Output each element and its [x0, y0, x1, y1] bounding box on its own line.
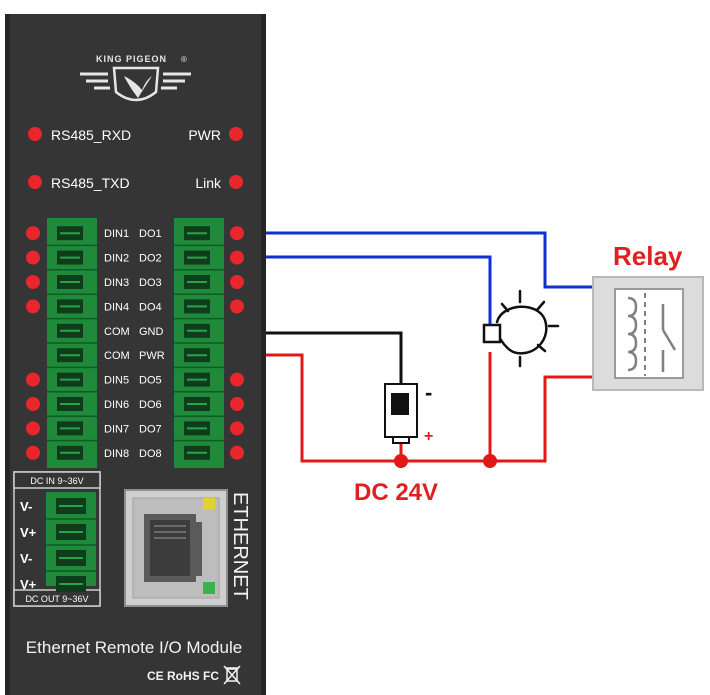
rs485-txd-label: RS485_TXD — [51, 175, 130, 191]
do-terminal-label: DO8 — [139, 448, 162, 460]
do-led — [230, 250, 244, 265]
do-terminal-label: DO3 — [139, 277, 162, 289]
pwr-label: PWR — [188, 127, 221, 143]
din-terminal-label: COM — [104, 350, 130, 362]
module-title: Ethernet Remote I/O Module — [26, 638, 242, 657]
din-led — [26, 226, 40, 241]
relay-label: Relay — [613, 241, 683, 271]
cert-marks: CE RoHS FC — [147, 669, 219, 683]
din-terminal-label: DIN3 — [104, 277, 129, 289]
do-terminal-label: DO7 — [139, 423, 162, 435]
dc-supply — [384, 383, 418, 444]
din-terminal-label: DIN5 — [104, 375, 129, 387]
din-terminal-label: DIN2 — [104, 253, 129, 265]
din-terminal-label: COM — [104, 326, 130, 338]
ethernet-label: ETHERNET — [229, 492, 251, 600]
svg-text:KING PIGEON: KING PIGEON — [96, 54, 167, 64]
power-pin-v1: V- — [20, 499, 32, 514]
dc-out-label: DC OUT 9~36V — [25, 594, 88, 604]
power-pin-v3: V- — [20, 551, 32, 566]
din-led — [26, 372, 40, 387]
led-link — [229, 175, 243, 189]
black-wire-gnd — [210, 331, 403, 384]
do-terminal-label: DO2 — [139, 253, 162, 265]
supply-voltage-label: DC 24V — [354, 479, 438, 506]
power-pin-v2: V+ — [20, 525, 37, 540]
din-terminal-label: DIN6 — [104, 399, 129, 411]
status-leds — [28, 127, 243, 189]
relay-icon — [592, 276, 704, 391]
power-terminal — [13, 471, 101, 607]
wires — [210, 231, 593, 463]
din-led — [26, 421, 40, 436]
lamp-icon — [482, 289, 560, 368]
supply-plus-label: + — [424, 428, 433, 445]
supply-minus-label: - — [425, 380, 432, 405]
ethernet-led-green — [203, 582, 215, 594]
junction-node-right — [483, 454, 497, 468]
dc-in-label: DC IN 9~36V — [30, 476, 83, 486]
do-terminal-label: GND — [139, 326, 164, 338]
king-pigeon-logo: KING PIGEON ® — [80, 54, 191, 102]
rs485-rxd-label: RS485_RXD — [51, 127, 131, 143]
blue-wire-do2 — [233, 255, 492, 325]
do-terminal-label: DO5 — [139, 375, 162, 387]
din-led — [26, 299, 40, 314]
do-terminal-label: DO1 — [139, 228, 162, 240]
link-label: Link — [195, 175, 222, 191]
din-terminal-label: DIN1 — [104, 228, 129, 240]
do-led — [230, 397, 244, 411]
do-led — [230, 445, 244, 460]
junction-node-left — [394, 454, 408, 468]
do-terminal-label: DO4 — [139, 301, 162, 313]
do-led — [230, 226, 244, 241]
din-led — [26, 445, 40, 460]
do-terminal-label: DO6 — [139, 399, 162, 411]
do-led — [230, 421, 244, 436]
din-terminal-label: DIN7 — [104, 423, 129, 435]
din-terminal-label: DIN8 — [104, 448, 129, 460]
ethernet-port[interactable] — [124, 489, 228, 607]
do-terminal-label: PWR — [139, 350, 165, 362]
weee-bin-icon — [223, 665, 241, 685]
svg-text:®: ® — [181, 55, 187, 64]
din-led — [26, 397, 40, 411]
din-led — [26, 275, 40, 289]
din-led — [26, 250, 40, 265]
led-rs485-txd — [28, 175, 42, 189]
din-terminal-label: DIN4 — [104, 301, 129, 313]
ethernet-led-yellow — [203, 498, 215, 510]
led-rs485-rxd — [28, 127, 42, 141]
power-pin-v4: V+ — [20, 577, 37, 592]
blue-wire-do1 — [233, 231, 593, 289]
red-wire-pwr — [210, 353, 593, 463]
do-led — [230, 299, 244, 314]
do-led — [230, 275, 244, 289]
led-pwr — [229, 127, 243, 141]
do-led — [230, 372, 244, 387]
